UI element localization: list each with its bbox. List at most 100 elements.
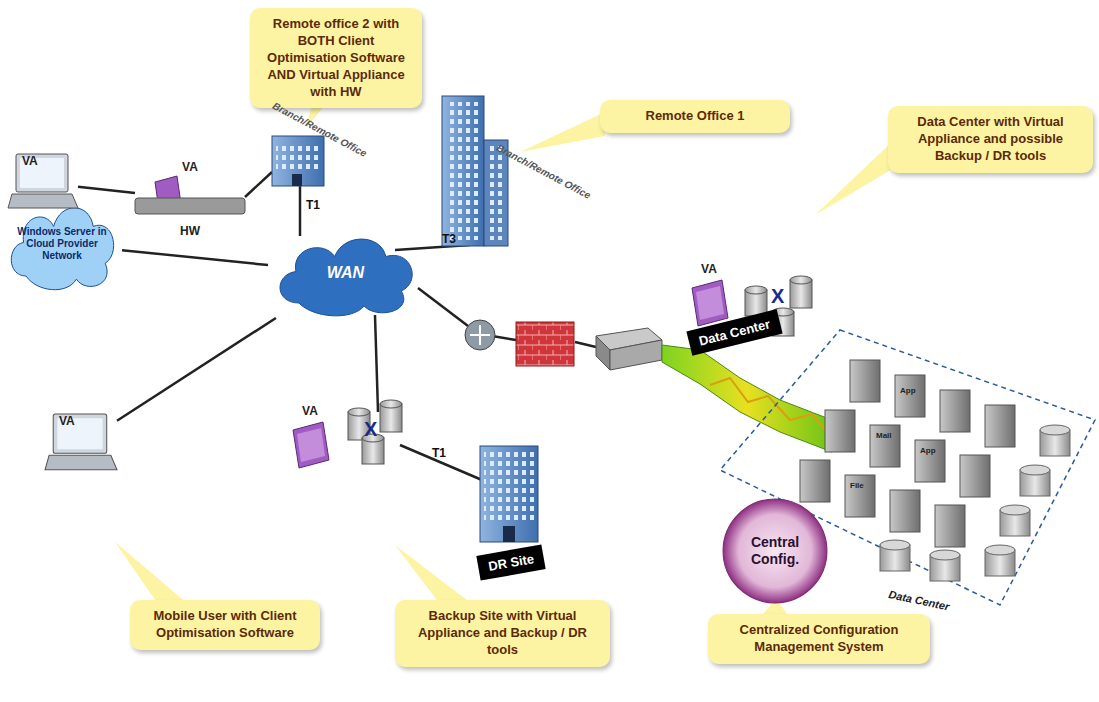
server: [940, 390, 970, 432]
fail-mark: X: [364, 418, 377, 441]
callout-box: Remote office 2 with BOTH Client Optimis…: [250, 8, 422, 108]
server-rack: [800, 360, 1070, 581]
disk: [1020, 465, 1050, 475]
virtual-appliance: VA: [285, 404, 335, 470]
callout-pointers: [115, 80, 894, 618]
cloud-outline: [11, 208, 113, 290]
cloud-provider: Windows Server in Cloud Provider Network: [2, 196, 122, 292]
traffic-wave: [710, 378, 830, 436]
circle-outline: [723, 499, 827, 603]
fail-mark: X: [771, 285, 784, 308]
server: [960, 455, 990, 497]
server: [870, 425, 900, 467]
wan-cloud: WAN: [268, 228, 423, 318]
va-icon-face: [297, 428, 325, 462]
virtual-appliance: VA: [684, 262, 734, 328]
windows: [487, 146, 505, 240]
server: [985, 405, 1015, 447]
pointer: [520, 112, 605, 152]
server-tag: App: [900, 386, 916, 395]
appliance-hw: VA HW: [135, 160, 245, 238]
dc-link: [418, 288, 468, 326]
config-circle: Central Config.: [722, 498, 828, 604]
building-icon: [442, 96, 508, 246]
server-tag: App: [920, 446, 936, 455]
disk: [1040, 425, 1070, 435]
node-text: Remote Office 1: [610, 108, 780, 125]
laptop-keyboard: [8, 194, 78, 208]
server: [890, 490, 920, 532]
server-tag: File: [850, 481, 864, 490]
laptop-icon: VA: [8, 152, 78, 214]
node-text: VA: [302, 404, 318, 418]
storage-icon: [348, 400, 402, 464]
switch-front: [610, 340, 662, 370]
node-text: Windows Server in Cloud Provider Network: [16, 226, 108, 262]
node-text: Central Config.: [732, 534, 818, 568]
node-text: Backup Site with Virtual Appliance and B…: [405, 608, 600, 659]
building-icon: [480, 446, 538, 542]
cloud-outline: [280, 239, 412, 316]
callout-box: Backup Site with Virtual Appliance and B…: [395, 600, 610, 667]
disk: [380, 400, 402, 408]
building: [272, 136, 324, 186]
node-text: Centralized Configuration Management Sys…: [718, 622, 920, 656]
link-speed: T3: [442, 232, 456, 246]
pointer: [115, 542, 188, 604]
router-icon: [465, 320, 495, 350]
data-center-region: [720, 330, 1095, 605]
node-text: WAN: [327, 264, 364, 282]
switch-side: [596, 336, 610, 370]
disk: [930, 550, 960, 560]
laptop-icon: VA: [45, 412, 117, 476]
region-name: Data Center: [888, 588, 951, 613]
server: [800, 460, 830, 502]
server-tag: Mail: [876, 431, 892, 440]
wan-links: [245, 172, 596, 480]
traffic-band: [662, 345, 832, 452]
laptop-icon-shape: [8, 152, 78, 214]
disk: [985, 545, 1015, 555]
node-text: Mobile User with Client Optimisation Sof…: [140, 608, 310, 642]
server: [850, 360, 880, 402]
site-tag: DR Site: [476, 544, 546, 580]
t1-link: [299, 186, 302, 236]
hw-link: [245, 172, 272, 197]
node-text: VA: [182, 160, 198, 174]
pointer: [395, 545, 472, 604]
network-link: [78, 187, 135, 193]
va-icon-face: [696, 286, 724, 320]
door: [292, 174, 302, 186]
callout-box: Mobile User with Client Optimisation Sof…: [130, 600, 320, 650]
va-icon: [692, 280, 728, 326]
callout-box: Data Center with Virtual Appliance and p…: [888, 106, 1093, 173]
disk: [790, 276, 812, 284]
node-text: VA: [59, 414, 117, 428]
router: [465, 320, 495, 350]
t1-dr-link: [400, 445, 482, 480]
hw-bar: [135, 198, 245, 214]
windows: [446, 102, 480, 240]
network-link: [122, 250, 268, 265]
site-caption: Branch/Remote Office: [271, 100, 369, 159]
server: [895, 375, 925, 417]
callout-box: Remote Office 1: [600, 100, 790, 133]
disk: [880, 540, 910, 550]
server: [845, 475, 875, 517]
tower: [442, 96, 484, 246]
windows: [484, 452, 534, 524]
node-text: Remote office 2 with BOTH Client Optimis…: [260, 16, 412, 100]
node-text: Data Center with Virtual Appliance and p…: [898, 114, 1083, 165]
link-speed: T1: [306, 198, 320, 212]
server: [915, 440, 945, 482]
router-arrows: [470, 325, 490, 345]
disk: [348, 408, 370, 416]
node-text: HW: [180, 224, 200, 238]
windows: [276, 142, 320, 172]
building: [480, 446, 538, 542]
disk: [1000, 505, 1030, 515]
dr-link: [375, 315, 378, 412]
firewall-icon: [516, 322, 574, 366]
callout-box: Centralized Configuration Management Sys…: [708, 614, 930, 664]
